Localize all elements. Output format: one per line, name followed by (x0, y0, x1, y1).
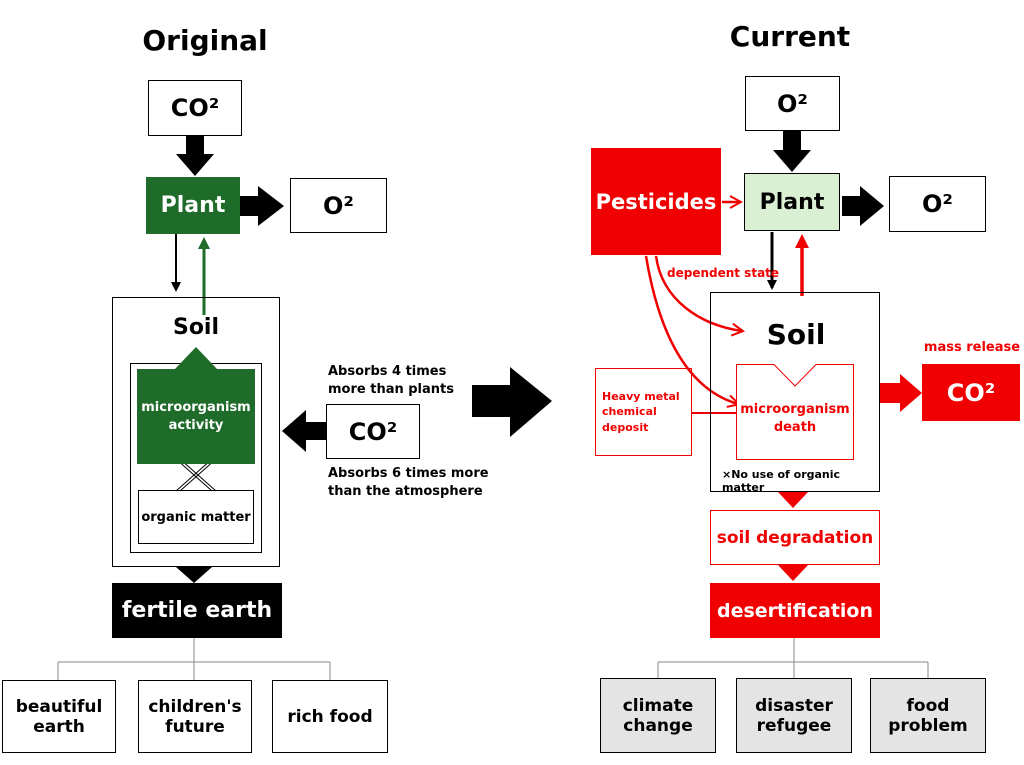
arrow-plant-to-o2-current (842, 186, 884, 226)
outcome-rich-food: rich food (272, 680, 388, 753)
transition-arrow (472, 367, 552, 437)
arrow-soil-to-degradation (778, 492, 808, 508)
side-co2-box: CO² (326, 404, 420, 459)
microorganism-label: microorganism activity (141, 400, 251, 433)
desertification-box: desertification (710, 583, 880, 638)
outcome-connector (57, 638, 331, 680)
soil-label: Soil (172, 315, 220, 340)
dependent-state-label: dependent state (667, 266, 780, 280)
soil-container-current (710, 292, 880, 492)
arrow-pesticides-to-soil (654, 255, 742, 331)
outcome-climate-change: climate change (600, 678, 716, 753)
microorganism-shape (137, 347, 255, 464)
cross-icon (175, 458, 217, 492)
co2-box: CO² (148, 80, 242, 136)
soil-container (112, 297, 280, 567)
absorbs-plants-text: Absorbs 4 times more than plants (328, 364, 454, 397)
arrow-o2-to-plant (773, 130, 811, 172)
outcome-disaster-refugee: disaster refugee (736, 678, 852, 753)
outcome-connector-current (657, 638, 929, 678)
heavy-metal-box: Heavy metal chemical deposit (595, 368, 692, 456)
current-heading: Current (729, 20, 851, 53)
no-organic-use-note: ×No use of organic matter (722, 468, 841, 494)
soil-degradation-box: soil degradation (710, 510, 880, 565)
microorganism-death-shape (736, 364, 854, 460)
pesticides-box: Pesticides (591, 148, 721, 255)
original-heading: Original (142, 24, 268, 57)
arrow-soil-to-fertile (176, 567, 212, 583)
arrow-plant-to-o2 (240, 186, 284, 226)
outcome-food-problem: food problem (870, 678, 986, 753)
fertile-earth-box: fertile earth (112, 583, 282, 638)
o2-box: O² (290, 178, 387, 233)
arrow-degradation-to-desertification (778, 565, 808, 581)
outcome-childrens-future: children's future (138, 680, 252, 753)
plant-box: Plant (146, 177, 240, 234)
arrow-co2-to-soil (282, 410, 326, 452)
arrow-soil-to-co2 (880, 374, 922, 412)
organic-matter-box: organic matter (138, 490, 254, 544)
microorganism-death-label: microorganism death (740, 402, 850, 435)
arrow-pesticides-to-microorganism (644, 255, 738, 404)
arrow-co2-to-plant (176, 136, 214, 176)
o2-box-current: O² (889, 176, 986, 232)
outcome-beautiful-earth: beautiful earth (2, 680, 116, 753)
co2-release-box: CO² (922, 364, 1020, 421)
plant-box-current: Plant (744, 173, 840, 231)
mass-release-label: mass release (923, 340, 1021, 355)
soil-label-current: Soil (766, 318, 826, 351)
absorbs-atmosphere-text: Absorbs 6 times more than the atmosphere (328, 466, 489, 499)
o2-top-box: O² (745, 76, 840, 131)
